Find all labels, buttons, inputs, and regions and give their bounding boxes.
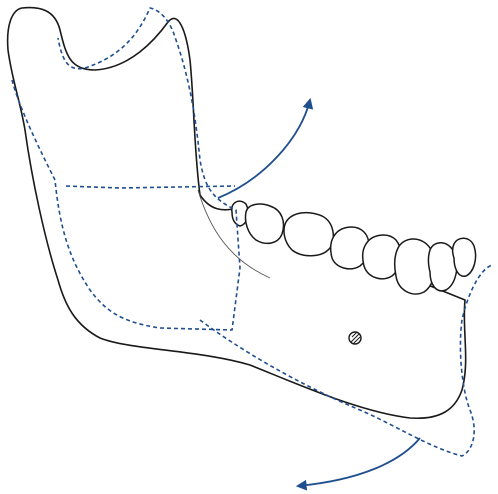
upward-movement-arrow: [218, 100, 310, 198]
tooth: [284, 213, 333, 256]
ramus-dashed-outline: [12, 8, 240, 330]
tooth: [245, 204, 283, 243]
downward-movement-arrow: [298, 438, 420, 486]
horizontal-cut-line: [66, 186, 235, 188]
teeth: [232, 201, 476, 294]
tooth: [453, 238, 476, 276]
mental-foramen: [349, 332, 361, 344]
